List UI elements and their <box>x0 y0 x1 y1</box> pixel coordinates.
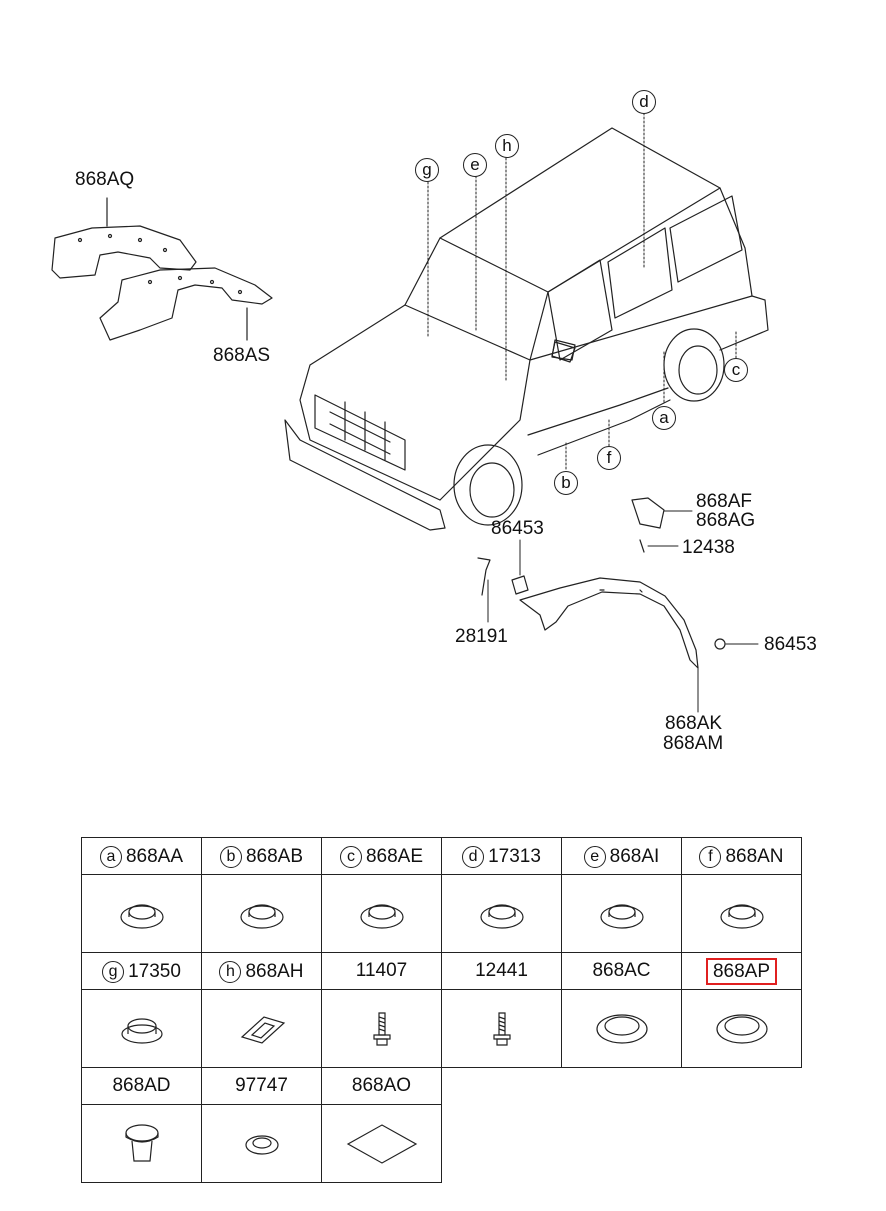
callout-circle: b <box>219 845 242 868</box>
part-number: 868AD <box>112 1075 171 1096</box>
plug-image <box>561 874 682 953</box>
clip-86453-shape <box>511 575 529 595</box>
part-cell-868ap[interactable]: 868AP <box>681 952 802 990</box>
part-number: 868AH <box>245 960 304 982</box>
leader-lines <box>427 112 737 470</box>
small-washer-image <box>201 1104 322 1183</box>
part-number: 17313 <box>488 845 541 867</box>
callout-h: h <box>495 134 519 158</box>
vehicle-illustration <box>51 112 769 713</box>
callout-circle: d <box>462 845 485 868</box>
callout-circle: g <box>102 960 125 983</box>
callout-circle: h <box>219 960 242 983</box>
part-cell-868ad[interactable]: 868AD <box>81 1067 202 1105</box>
callout-b: b <box>554 471 578 495</box>
callout-g: g <box>415 158 439 182</box>
label-868af: 868AF <box>696 491 752 512</box>
highlighted-part-number: 868AP <box>705 957 778 985</box>
label-86453-top: 86453 <box>491 518 544 539</box>
washer-image <box>561 989 682 1068</box>
callout-f: f <box>597 446 621 470</box>
plug-image <box>681 874 802 953</box>
table-row <box>81 989 802 1068</box>
callout-d: d <box>632 90 656 114</box>
pin-28191-shape <box>477 557 491 596</box>
callout-a: a <box>652 406 676 430</box>
empty-cell <box>562 1105 682 1183</box>
plug-image <box>321 874 442 953</box>
bolt-image <box>441 989 562 1068</box>
table-row <box>81 874 802 953</box>
bracket-868af <box>631 497 665 529</box>
plug-image <box>201 874 322 953</box>
insulator-pad-868as <box>99 267 273 341</box>
part-number: 868AA <box>125 845 184 867</box>
part-number: 868AC <box>592 960 651 981</box>
empty-cell <box>682 1068 802 1105</box>
label-868aq: 868AQ <box>75 169 135 190</box>
empty-cell <box>682 1105 802 1183</box>
part-cell-11407[interactable]: 11407 <box>321 952 442 990</box>
bolt-image <box>321 989 442 1068</box>
callout-circle: a <box>99 845 122 868</box>
nut-86453-shape <box>714 638 726 650</box>
insulator-pad-868aq <box>51 225 197 279</box>
part-cell-12441[interactable]: 12441 <box>441 952 562 990</box>
push-clip-image <box>81 1104 202 1183</box>
label-12438: 12438 <box>682 537 735 558</box>
part-number: 12441 <box>475 960 528 981</box>
empty-cell <box>442 1068 562 1105</box>
solid-leaders <box>487 510 759 713</box>
empty-cell <box>562 1068 682 1105</box>
exploded-diagram: 868AQ 868AS 868AF 868AG 12438 86453 8645… <box>51 90 817 754</box>
grommet-image <box>201 989 322 1068</box>
washer-image <box>681 989 802 1068</box>
empty-cell <box>442 1105 562 1183</box>
table-row: 868AD 97747 868AO <box>81 1067 802 1105</box>
callout-circle: c <box>339 845 362 868</box>
vehicle-body <box>284 127 769 531</box>
table-row <box>81 1104 802 1183</box>
part-number: 97747 <box>235 1075 288 1096</box>
pad-image <box>321 1104 442 1183</box>
part-cell-868ac[interactable]: 868AC <box>561 952 682 990</box>
part-cell-868ao[interactable]: 868AO <box>321 1067 442 1105</box>
part-number: 11407 <box>355 960 408 981</box>
label-28191: 28191 <box>455 626 508 647</box>
part-number: 868AE <box>365 845 424 867</box>
part-cell-97747[interactable]: 97747 <box>201 1067 322 1105</box>
label-868ak: 868AK <box>665 713 723 734</box>
label-868as: 868AS <box>213 345 271 366</box>
part-number: 868AB <box>245 845 304 867</box>
callout-circle: f <box>699 845 722 868</box>
label-868am: 868AM <box>663 733 724 754</box>
callout-circle: e <box>583 845 606 868</box>
plug-image <box>81 874 202 953</box>
part-number: 17350 <box>128 960 181 982</box>
bolt-12438-shape <box>639 539 645 553</box>
part-number: 868AI <box>609 845 660 867</box>
label-868ag: 868AG <box>696 510 756 531</box>
part-number: 868AO <box>351 1075 412 1096</box>
plug-image <box>81 989 202 1068</box>
callout-e: e <box>463 153 487 177</box>
plug-image <box>441 874 562 953</box>
callout-c: c <box>724 358 748 382</box>
part-number: 868AN <box>725 845 784 867</box>
label-86453-right: 86453 <box>764 634 817 655</box>
fender-liner-868ak <box>519 577 699 669</box>
